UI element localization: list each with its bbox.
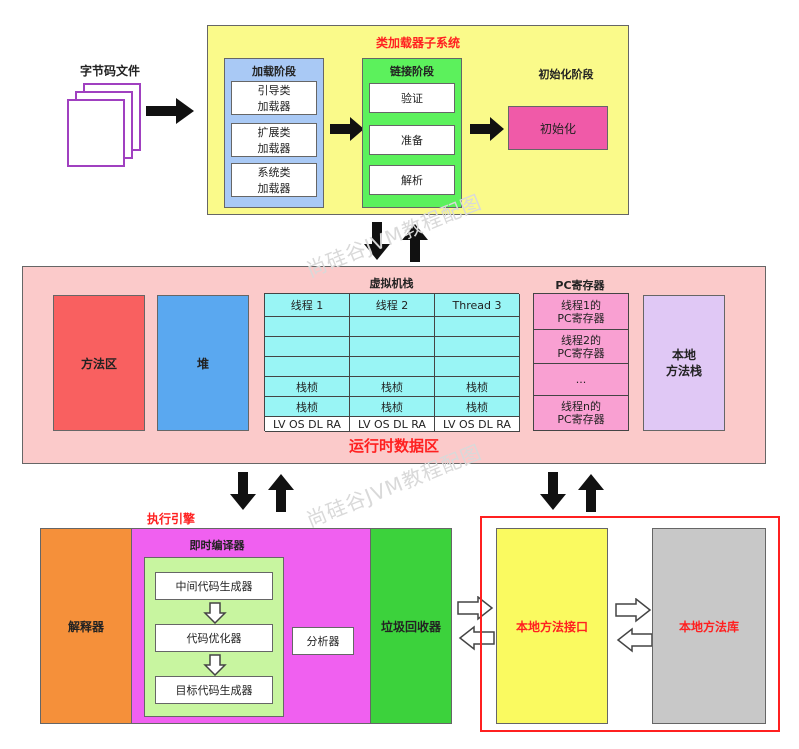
init-phase-title: 初始化阶段 — [538, 68, 594, 81]
thread-2-header: 线程 2 — [350, 294, 435, 317]
heap: 堆 — [157, 295, 249, 431]
resolve-step: 解析 — [369, 165, 455, 195]
right-arrow-icon — [330, 116, 366, 142]
target-code-generator: 目标代码生成器 — [155, 676, 273, 704]
jit-compiler: 即时编译器 中间代码生成器 代码优化器 目标代码生成器 分析器 — [131, 528, 371, 724]
empty-frame — [350, 317, 435, 337]
vm-stack: 线程 1 线程 2 Thread 3 栈桢 栈桢 栈桢 栈桢 栈桢 栈桢 LV … — [264, 293, 520, 432]
loading-phase-title: 加载阶段 — [252, 65, 296, 78]
stack-frame: 栈桢 — [265, 397, 350, 417]
jit-compiler-title: 即时编译器 — [189, 539, 245, 552]
bytecode-files-icon — [64, 82, 152, 178]
empty-frame — [265, 317, 350, 337]
native-highlight-frame — [480, 516, 780, 732]
empty-frame — [350, 357, 435, 377]
execution-engine-title: 执行引擎 — [146, 512, 195, 526]
intermediate-code-generator: 中间代码生成器 — [155, 572, 273, 600]
stack-frame: 栈桢 — [435, 397, 520, 417]
loading-phase: 加载阶段 引导类 加载器 扩展类 加载器 系统类 加载器 — [224, 58, 324, 208]
pc-register-item: 线程1的 PC寄存器 — [534, 294, 628, 330]
frame-detail: LV OS DL RA — [435, 417, 520, 432]
frame-detail: LV OS DL RA — [350, 417, 435, 432]
verify-step: 验证 — [369, 83, 455, 113]
classloader-title: 类加载器子系统 — [375, 36, 460, 50]
empty-frame — [435, 337, 520, 357]
up-down-arrows-icon — [362, 222, 430, 262]
empty-frame — [350, 337, 435, 357]
native-method-library: 本地方法库 — [652, 528, 766, 724]
method-area: 方法区 — [53, 295, 145, 431]
left-right-arrows-icon — [614, 597, 654, 654]
pc-register-item: ... — [534, 364, 628, 396]
interpreter: 解释器 — [40, 528, 132, 724]
up-down-arrows-icon — [538, 472, 606, 512]
profiler: 分析器 — [292, 627, 354, 655]
prepare-step: 准备 — [369, 125, 455, 155]
thread-1-header: 线程 1 — [265, 294, 350, 317]
runtime-data-area: 方法区 堆 虚拟机栈 线程 1 线程 2 Thread 3 栈桢 栈桢 栈桢 栈… — [22, 266, 766, 464]
runtime-title: 运行时数据区 — [348, 437, 439, 455]
frame-detail: LV OS DL RA — [265, 417, 350, 432]
bootstrap-classloader: 引导类 加载器 — [231, 81, 317, 115]
native-method-interface: 本地方法接口 — [496, 528, 608, 724]
stack-frame: 栈桢 — [350, 377, 435, 397]
code-optimizer: 代码优化器 — [155, 624, 273, 652]
right-arrow-icon — [146, 96, 196, 126]
left-right-arrows-icon — [456, 595, 496, 652]
pc-register-item: 线程n的 PC寄存器 — [557, 400, 605, 426]
stack-frame: 栈桢 — [265, 377, 350, 397]
classloader-subsystem: 类加载器子系统 加载阶段 引导类 加载器 扩展类 加载器 系统类 加载器 链接阶… — [207, 25, 629, 215]
empty-frame — [435, 317, 520, 337]
system-classloader: 系统类 加载器 — [231, 163, 317, 197]
pc-register: 线程1的 PC寄存器 线程2的 PC寄存器 ... 线程n的 PC寄存器 — [533, 293, 629, 431]
pc-register-title: PC寄存器 — [555, 279, 605, 292]
down-arrow-icon — [203, 602, 227, 625]
right-arrow-icon — [470, 116, 506, 142]
pc-register-item: 线程2的 PC寄存器 — [534, 330, 628, 364]
extension-classloader: 扩展类 加载器 — [231, 123, 317, 157]
native-method-stack: 本地 方法栈 — [643, 295, 725, 431]
initialization-step: 初始化 — [508, 106, 608, 150]
linking-phase: 链接阶段 验证 准备 解析 — [362, 58, 462, 208]
vm-stack-title: 虚拟机栈 — [369, 277, 414, 290]
empty-frame — [265, 337, 350, 357]
empty-frame — [265, 357, 350, 377]
empty-frame — [435, 357, 520, 377]
linking-phase-title: 链接阶段 — [390, 65, 434, 78]
garbage-collector: 垃圾回收器 — [370, 528, 452, 724]
thread-3-header: Thread 3 — [435, 294, 520, 317]
stack-frame: 栈桢 — [350, 397, 435, 417]
bytecode-files-label: 字节码文件 — [79, 64, 140, 78]
down-arrow-icon — [203, 654, 227, 677]
up-down-arrows-icon — [228, 472, 296, 512]
jit-pipeline: 中间代码生成器 代码优化器 目标代码生成器 — [144, 557, 284, 717]
stack-frame: 栈桢 — [435, 377, 520, 397]
